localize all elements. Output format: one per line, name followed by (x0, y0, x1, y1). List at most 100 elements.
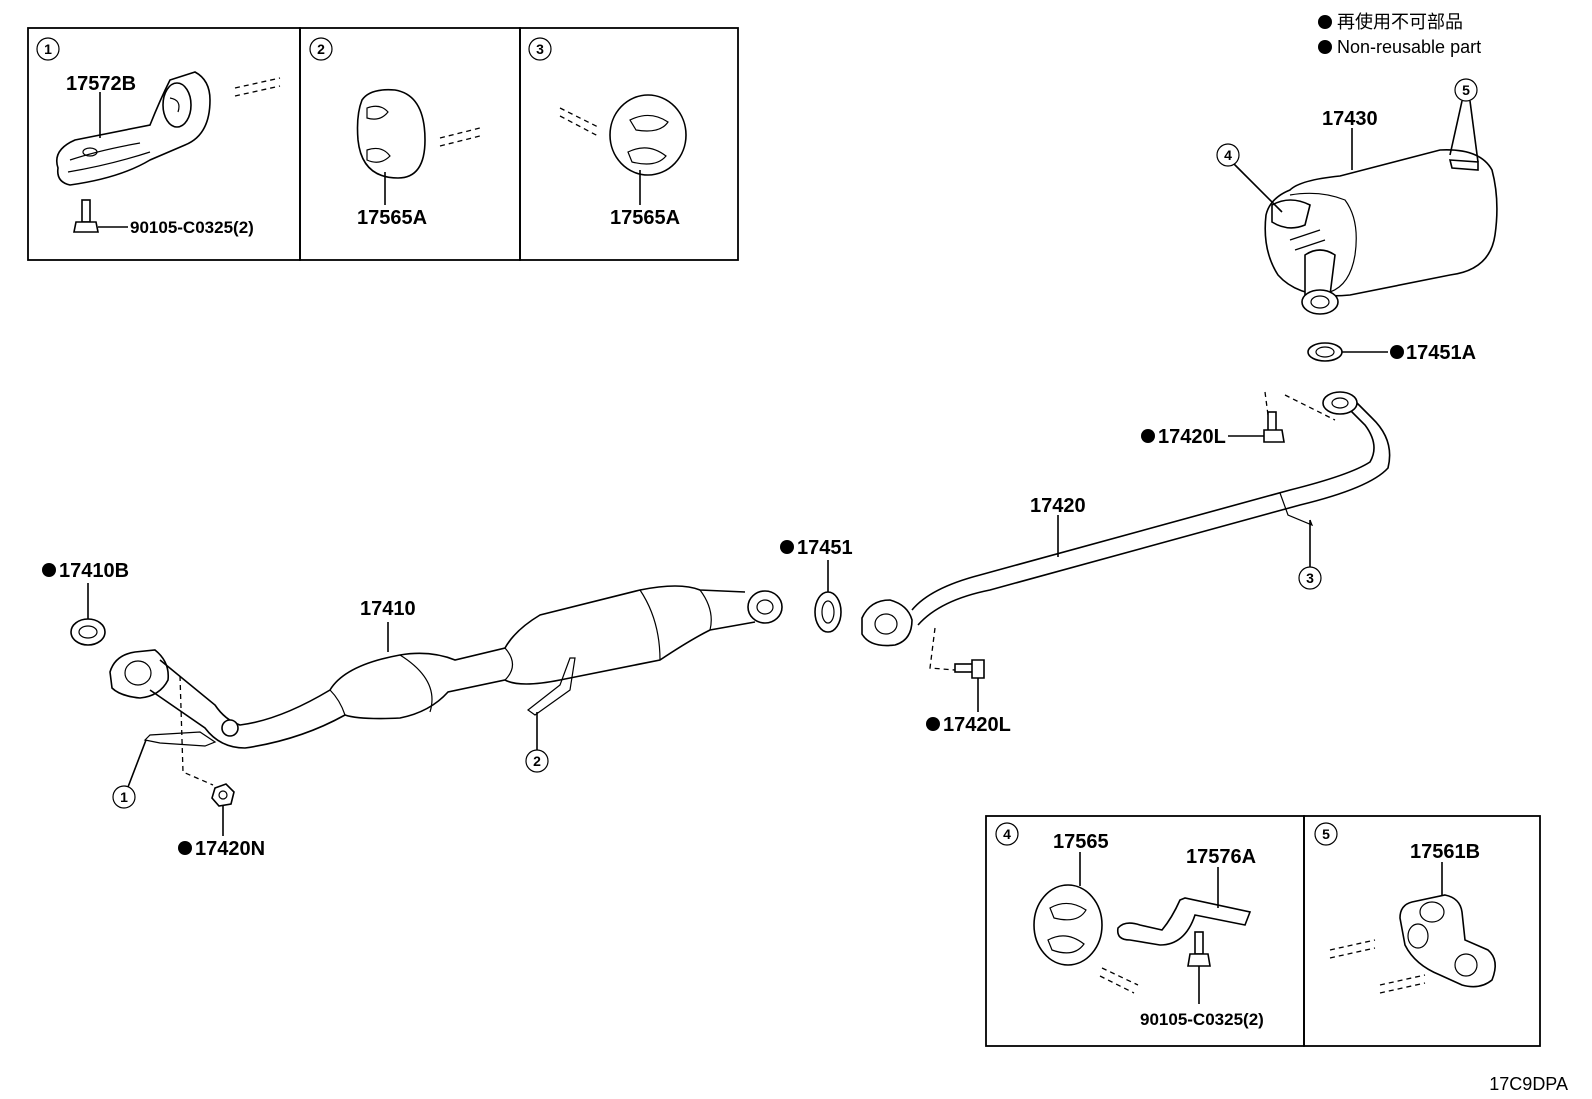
nut-17420N: 17420N (178, 675, 265, 860)
callout-circle (112, 785, 136, 809)
front-pipe-bracket (143, 731, 217, 747)
part-label-17420L: 17420L (1158, 426, 1226, 448)
hanger-slots (1047, 902, 1087, 954)
leader-line (127, 739, 147, 788)
nut-icon (211, 783, 235, 807)
non-reusable-dot-icon (780, 540, 794, 554)
hanger-dash-line (559, 107, 601, 137)
bolt-head-icon (73, 221, 99, 233)
leader-line (1449, 100, 1463, 156)
bolt-head-icon (1263, 429, 1285, 443)
muffler-inlet-flange (1301, 289, 1339, 315)
flange-hole (756, 599, 774, 615)
muffler-hanger-rubber (1399, 894, 1496, 988)
part-label-17420L: 17420L (943, 714, 1011, 736)
callout-circle (309, 37, 333, 61)
muffler-hanger-rubber (1271, 199, 1311, 229)
part-label-17576A: 17576A (1186, 846, 1256, 868)
inset-1: 1 17572B 90105-C0325(2) (27, 27, 301, 261)
inset-number: 2 (317, 41, 325, 57)
part-label-17420: 17420 (1030, 495, 1086, 517)
front-pipe-bolt-boss (221, 719, 239, 737)
drawing-code: 17C9DPA (1489, 1074, 1568, 1094)
part-label-17565A: 17565A (610, 207, 680, 229)
callout-circle (1216, 143, 1240, 167)
bolt-dash-line (929, 627, 956, 671)
callout-circle (995, 822, 1019, 846)
muffler-detail (1289, 229, 1326, 251)
bolt-icon (1194, 931, 1204, 955)
part-label-17420N: 17420N (195, 838, 265, 860)
non-reusable-dot-icon (42, 563, 56, 577)
inset-2: 2 17565A (299, 27, 521, 261)
callout-number: 3 (1306, 570, 1314, 586)
part-label-17430: 17430 (1322, 108, 1378, 130)
hole-detail (169, 97, 180, 113)
front-pipe-upper-edge (159, 585, 746, 726)
bolt-dash-line (1264, 391, 1336, 421)
callout-number: 2 (533, 753, 541, 769)
hanger-slots (366, 105, 391, 163)
callout-circle (1298, 566, 1322, 590)
inset-3: 3 17565A (519, 27, 739, 261)
inlet-opening (1310, 295, 1330, 309)
gasket-17451: 17451 (780, 537, 853, 633)
hanger-dash-line (1099, 967, 1139, 994)
hanger-dash-line (439, 127, 481, 147)
legend-japanese: 再使用不可部品 (1337, 12, 1463, 32)
gasket-hole (1315, 346, 1335, 358)
gasket-hole (821, 600, 835, 624)
gasket-hole (78, 625, 98, 639)
flange-hole (1331, 397, 1349, 409)
inset-frame (519, 27, 739, 261)
front-pipe-hanger-pin (526, 657, 576, 716)
part-label-17561B: 17561B (1410, 841, 1480, 863)
part-label-17565A: 17565A (357, 207, 427, 229)
part-label-90105-C0325: 90105-C0325(2) (1140, 1010, 1264, 1029)
converter-section-lines (329, 589, 712, 716)
leader-line (1233, 163, 1283, 213)
callout-number: 5 (1462, 82, 1470, 98)
bolt-icon (1267, 411, 1277, 433)
gasket-17451A: 17451A (1307, 342, 1476, 364)
callout-circle (1454, 78, 1478, 102)
flange-hole (874, 613, 898, 635)
part-label-17451A: 17451A (1406, 342, 1476, 364)
inset-frame (1303, 815, 1541, 1047)
callout-number: 4 (1224, 147, 1232, 163)
part-label-90105-C0325: 90105-C0325(2) (130, 218, 254, 237)
tail-pipe-upper-edge (911, 399, 1375, 611)
callout-circle (528, 37, 552, 61)
muffler-end-cap (1289, 192, 1357, 293)
gasket-17410B: 17410B (42, 560, 129, 646)
hanger-hole (1454, 953, 1478, 977)
legend: 再使用不可部品 Non-reusable part (1318, 12, 1481, 57)
legend-english: Non-reusable part (1337, 37, 1481, 57)
non-reusable-dot-icon (1141, 429, 1155, 443)
gasket-ring-drawing (814, 591, 842, 633)
rubber-hanger-drawing (356, 88, 426, 179)
leader-line (1469, 100, 1479, 163)
front-pipe-inlet-flange (109, 649, 170, 699)
part-label-17451: 17451 (797, 537, 853, 559)
inset-number: 4 (1003, 826, 1011, 842)
flange-hole (124, 660, 152, 686)
front-pipe-outlet-flange (747, 590, 783, 624)
inset-4: 4 17565 17576A 90105-C0325(2) (985, 815, 1305, 1047)
callout-circle (36, 37, 60, 61)
inset-number: 3 (536, 41, 544, 57)
non-reusable-dot-icon (1318, 40, 1332, 54)
inset-number: 1 (44, 41, 52, 57)
callout-number: 1 (120, 789, 128, 805)
callout-circle (525, 749, 549, 773)
callout-circle (1314, 822, 1338, 846)
non-reusable-dot-icon (1318, 15, 1332, 29)
tail-pipe-inlet-flange (861, 599, 913, 647)
muffler-tail-pin (1448, 159, 1479, 171)
front-pipe-lower-edge (149, 621, 756, 749)
bolt-17420L-bottom: 17420L (926, 627, 1011, 736)
hanger-hole (1407, 923, 1429, 949)
muffler-assembly: 17430 4 5 (1216, 78, 1498, 315)
bolt-17420L-top: 17420L (1141, 391, 1336, 448)
